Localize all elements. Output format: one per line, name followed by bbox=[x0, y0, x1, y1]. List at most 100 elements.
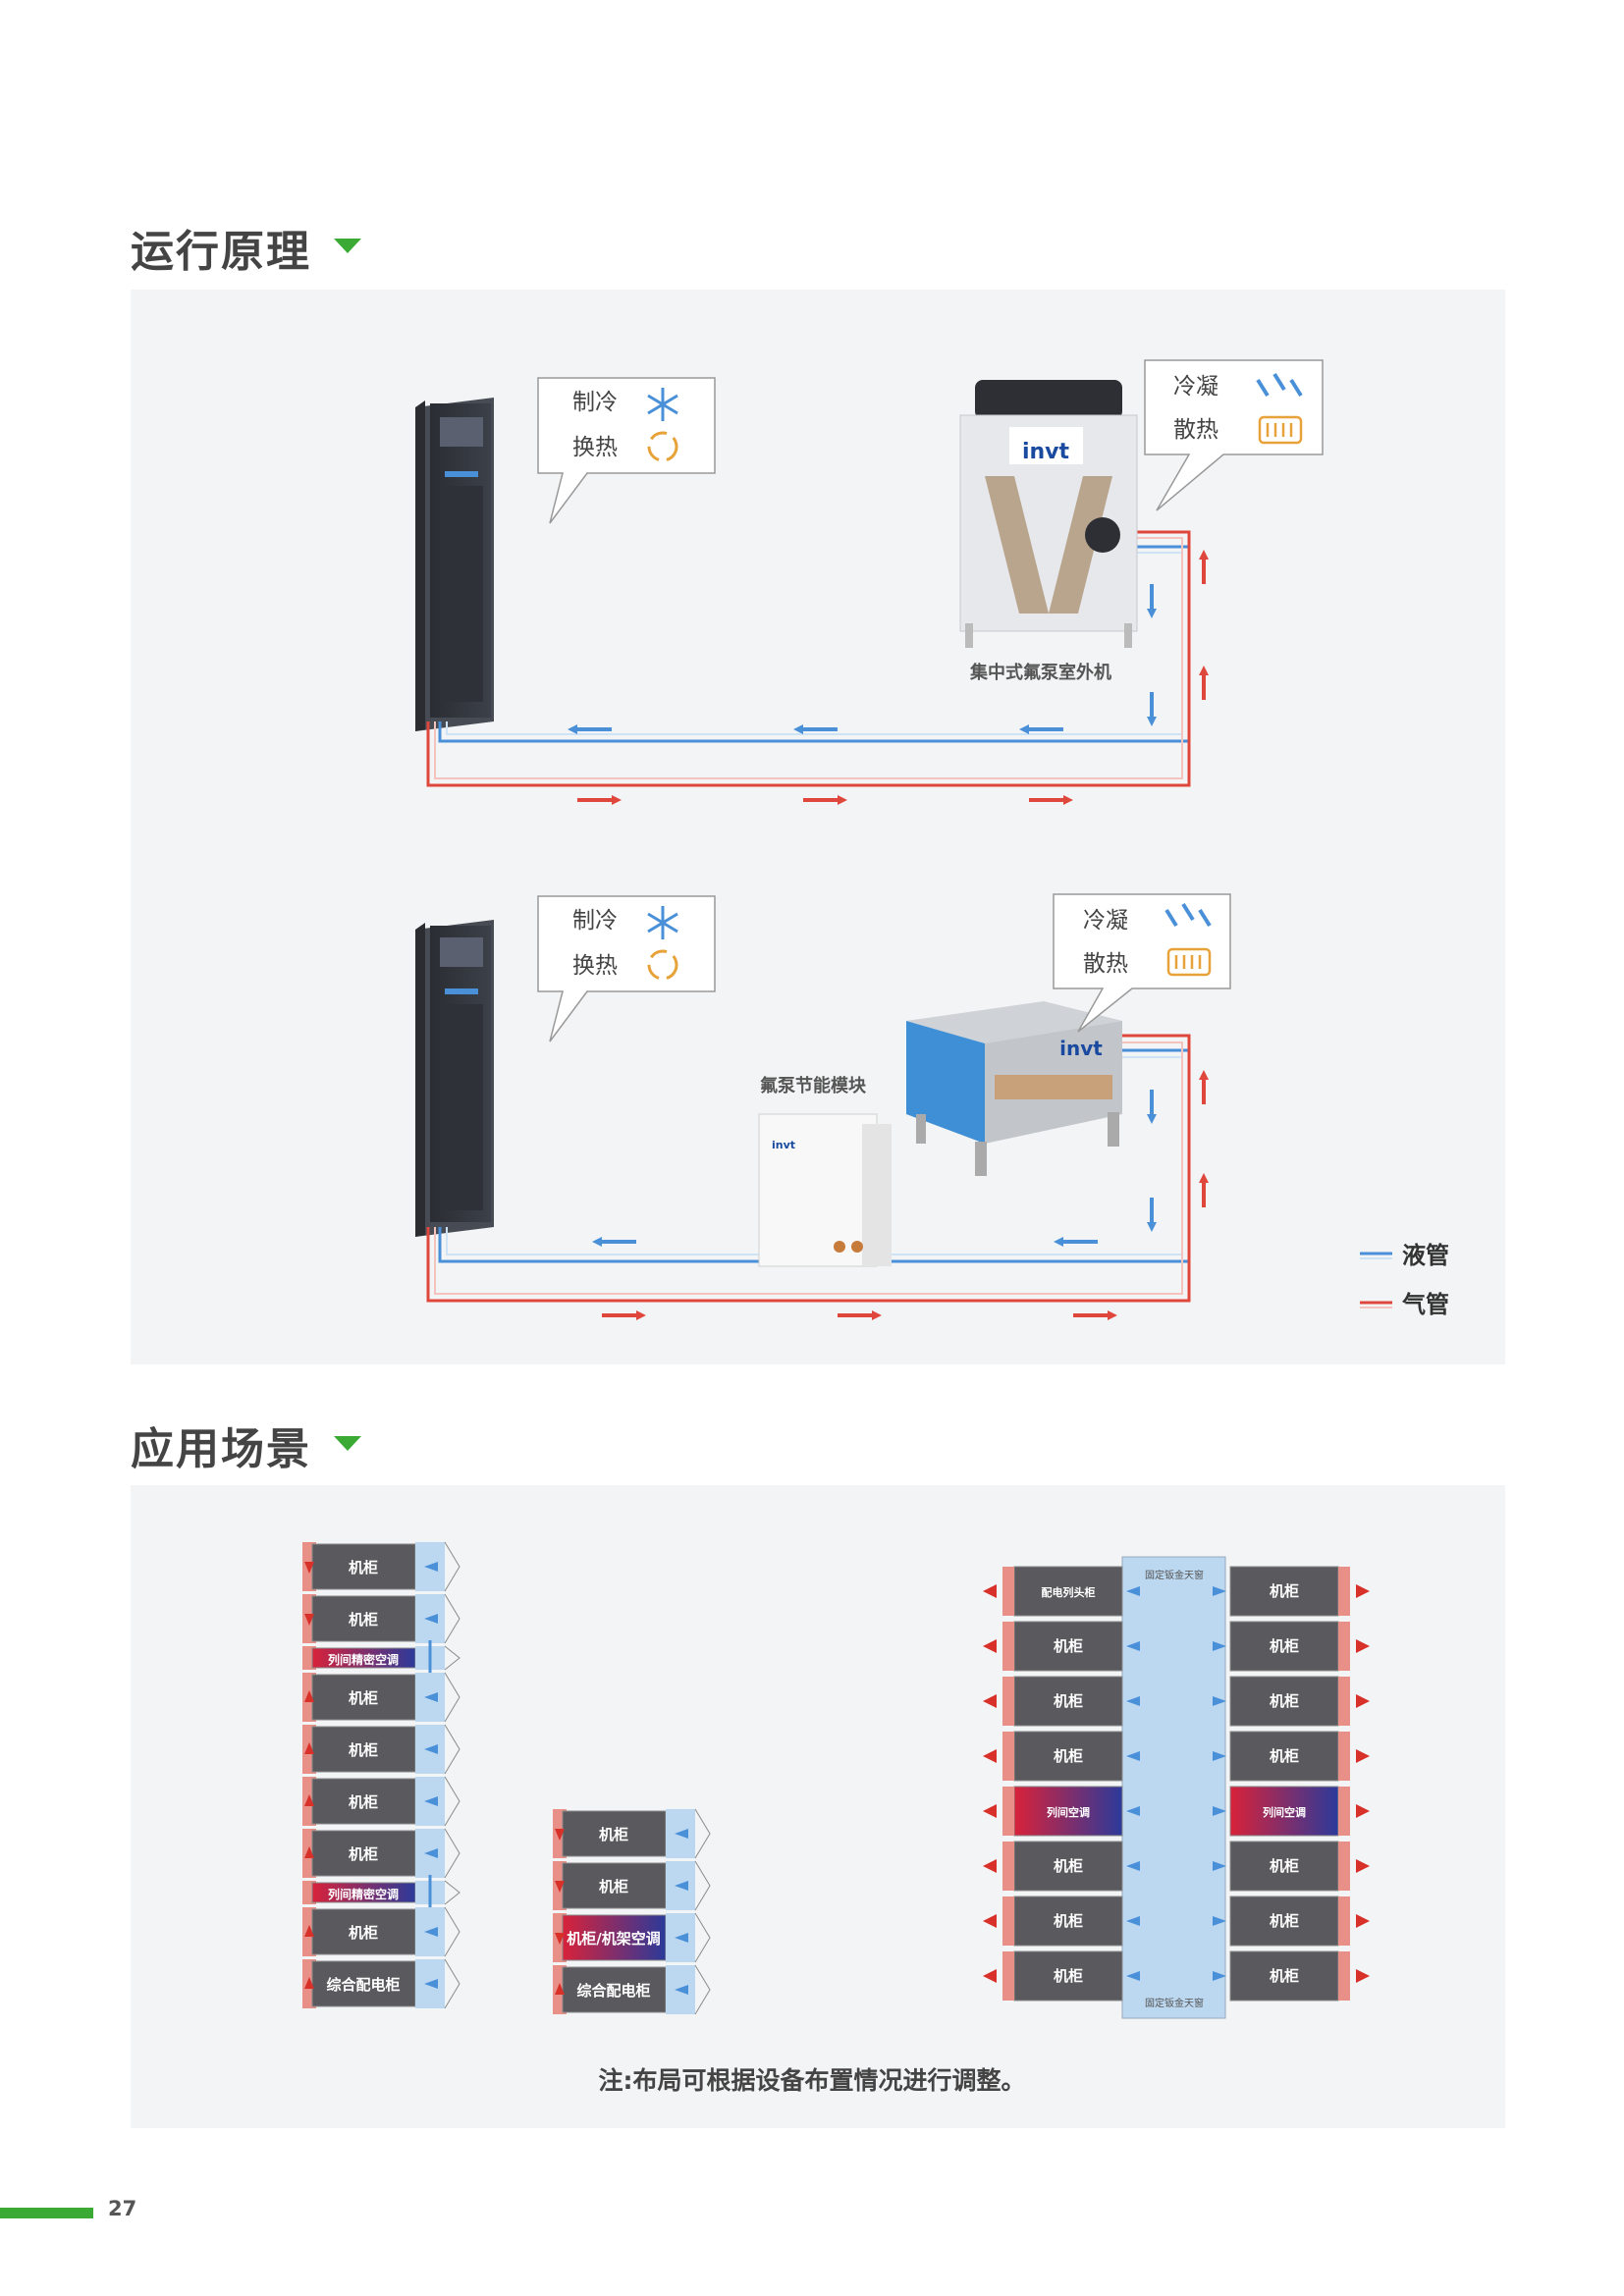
flow-arrows-2 bbox=[592, 1070, 1209, 1320]
rack-label: 机柜 bbox=[349, 1741, 378, 1759]
rack-cabinet: 机柜 bbox=[983, 1950, 1140, 2002]
pipes-1 bbox=[426, 530, 1191, 787]
rack-label: 机柜 bbox=[1270, 1857, 1299, 1875]
rack-label: 机柜 bbox=[1270, 1912, 1299, 1930]
airflow-arrow bbox=[1126, 1641, 1140, 1651]
indoor-unit-2 bbox=[415, 920, 494, 1237]
rack-cabinet: 机柜 bbox=[302, 1906, 460, 1957]
airflow-arrow bbox=[983, 1914, 997, 1928]
roof-top-label: 固定钣金天窗 bbox=[1145, 1569, 1204, 1581]
airflow-arrow bbox=[304, 1562, 314, 1574]
rack-label: 列间空调 bbox=[1263, 1805, 1306, 1819]
airflow-arrow bbox=[304, 1614, 314, 1626]
rack-label: 机柜 bbox=[1054, 1747, 1083, 1765]
airflow-arrow bbox=[1213, 1916, 1226, 1926]
rack-cabinet: 机柜 bbox=[302, 1593, 460, 1644]
rack-label: 机柜 bbox=[1054, 1857, 1083, 1875]
callout-cooling-2-line1: 制冷 bbox=[572, 908, 618, 934]
airflow-arrow bbox=[555, 1983, 565, 1995]
callout-cooling-1-line1: 制冷 bbox=[572, 390, 618, 415]
heat-icon bbox=[1166, 947, 1212, 977]
airflow-arrow bbox=[1126, 1971, 1140, 1981]
pump-module bbox=[758, 1113, 892, 1267]
outdoor-unit-1 bbox=[959, 380, 1138, 648]
legend-gas-label: 气管 bbox=[1401, 1291, 1449, 1318]
outdoor-unit-2 bbox=[906, 1001, 1122, 1176]
airflow-arrow bbox=[1356, 1804, 1370, 1818]
rack-label: 列间精密空调 bbox=[328, 1652, 399, 1667]
airflow-arrow bbox=[424, 1744, 438, 1754]
callout-condense-2 bbox=[1053, 893, 1231, 1033]
pump-module-brand: invt bbox=[772, 1139, 795, 1151]
rack-label: 综合配电柜 bbox=[576, 1982, 650, 2000]
principle-diagram: invt 集中式氟泵室外机 制冷 换热 冷凝 散热 bbox=[415, 359, 1449, 1320]
airflow-arrow bbox=[1126, 1861, 1140, 1871]
rack-label: 机柜 bbox=[1054, 1692, 1083, 1710]
ac-unit: 列间精密空调 bbox=[302, 1875, 460, 1910]
rack-label: 机柜 bbox=[1270, 1582, 1299, 1600]
rack-label: 机柜 bbox=[1054, 1967, 1083, 1985]
airflow-arrow bbox=[1356, 1969, 1370, 1983]
airflow-arrow bbox=[1126, 1916, 1140, 1926]
rack-cabinet: 机柜 bbox=[1213, 1621, 1370, 1672]
airflow-arrow bbox=[424, 1614, 438, 1624]
rack-cabinet: 机柜 bbox=[302, 1776, 460, 1827]
legend-liquid-label: 液管 bbox=[1402, 1242, 1449, 1269]
airflow-arrow bbox=[983, 1749, 997, 1763]
airflow-arrow bbox=[983, 1969, 997, 1983]
airflow-arrow bbox=[424, 1979, 438, 1989]
rack-label: 机柜 bbox=[349, 1559, 378, 1576]
airflow-arrow bbox=[1213, 1861, 1226, 1871]
rack-cabinet: 机柜 bbox=[983, 1676, 1140, 1727]
rack-cabinet: 机柜 bbox=[1213, 1841, 1370, 1892]
airflow-arrow bbox=[1356, 1639, 1370, 1653]
rack-label: 机柜 bbox=[1054, 1912, 1083, 1930]
rack-label: 机柜 bbox=[349, 1845, 378, 1863]
airflow-arrow bbox=[1126, 1586, 1140, 1596]
rack-cabinet: 机柜 bbox=[302, 1672, 460, 1723]
rack-label: 机柜/机架空调 bbox=[567, 1930, 660, 1948]
roof-bottom-label: 固定钣金天窗 bbox=[1145, 1997, 1204, 2009]
section-marker-icon bbox=[334, 239, 361, 253]
rack-cabinet: 机柜 bbox=[1213, 1731, 1370, 1782]
rack-cabinet: 机柜 bbox=[1213, 1676, 1370, 1727]
airflow-arrow bbox=[675, 1881, 688, 1891]
callout-cooling-2 bbox=[537, 895, 716, 1042]
cold-aisle bbox=[1121, 1556, 1226, 2019]
pump-module-label: 氟泵节能模块 bbox=[760, 1075, 867, 1096]
airflow-arrow bbox=[424, 1796, 438, 1806]
snowflake-icon bbox=[647, 906, 678, 939]
heat-icon bbox=[1258, 415, 1303, 445]
airflow-arrow bbox=[1126, 1806, 1140, 1816]
callout-condense-2-line2: 散热 bbox=[1083, 951, 1128, 977]
airflow-arrow bbox=[304, 1925, 314, 1937]
rack-cabinet: 机柜 bbox=[553, 1808, 711, 1859]
rack-cabinet: 机柜 bbox=[302, 1828, 460, 1879]
airflow-arrow bbox=[555, 1933, 565, 1945]
callout-condense-2-line1: 冷凝 bbox=[1083, 908, 1128, 934]
rack-label: 机柜 bbox=[1270, 1747, 1299, 1765]
callout-cooling-1-line2: 换热 bbox=[572, 435, 618, 460]
rack-cabinet: 机柜 bbox=[983, 1621, 1140, 1672]
section-title-principle: 运行原理 bbox=[131, 227, 311, 277]
page-number-bar bbox=[0, 2208, 93, 2218]
airflow-arrow bbox=[304, 1690, 314, 1702]
airflow-arrow bbox=[1356, 1749, 1370, 1763]
airflow-arrow bbox=[983, 1694, 997, 1708]
pipes-2 bbox=[426, 1034, 1191, 1303]
outdoor-unit-label: 集中式氟泵室外机 bbox=[969, 662, 1111, 683]
airflow-arrow bbox=[983, 1584, 997, 1598]
rack-label: 机柜 bbox=[1270, 1692, 1299, 1710]
airflow-arrow bbox=[424, 1848, 438, 1858]
brand-logo-1: invt bbox=[1022, 440, 1070, 464]
airflow-arrow bbox=[1126, 1696, 1140, 1706]
rack-label: 配电列头柜 bbox=[1042, 1585, 1096, 1599]
recycle-icon bbox=[647, 949, 678, 981]
airflow-arrow bbox=[675, 1933, 688, 1943]
airflow-arrow bbox=[555, 1829, 565, 1841]
brand-logo-2: invt bbox=[1059, 1037, 1103, 1060]
rack-cabinet: 机柜 bbox=[983, 1896, 1140, 1947]
callout-condense-1-line2: 散热 bbox=[1173, 417, 1218, 443]
rack-label: 机柜 bbox=[349, 1924, 378, 1942]
airflow-arrow bbox=[304, 1846, 314, 1858]
